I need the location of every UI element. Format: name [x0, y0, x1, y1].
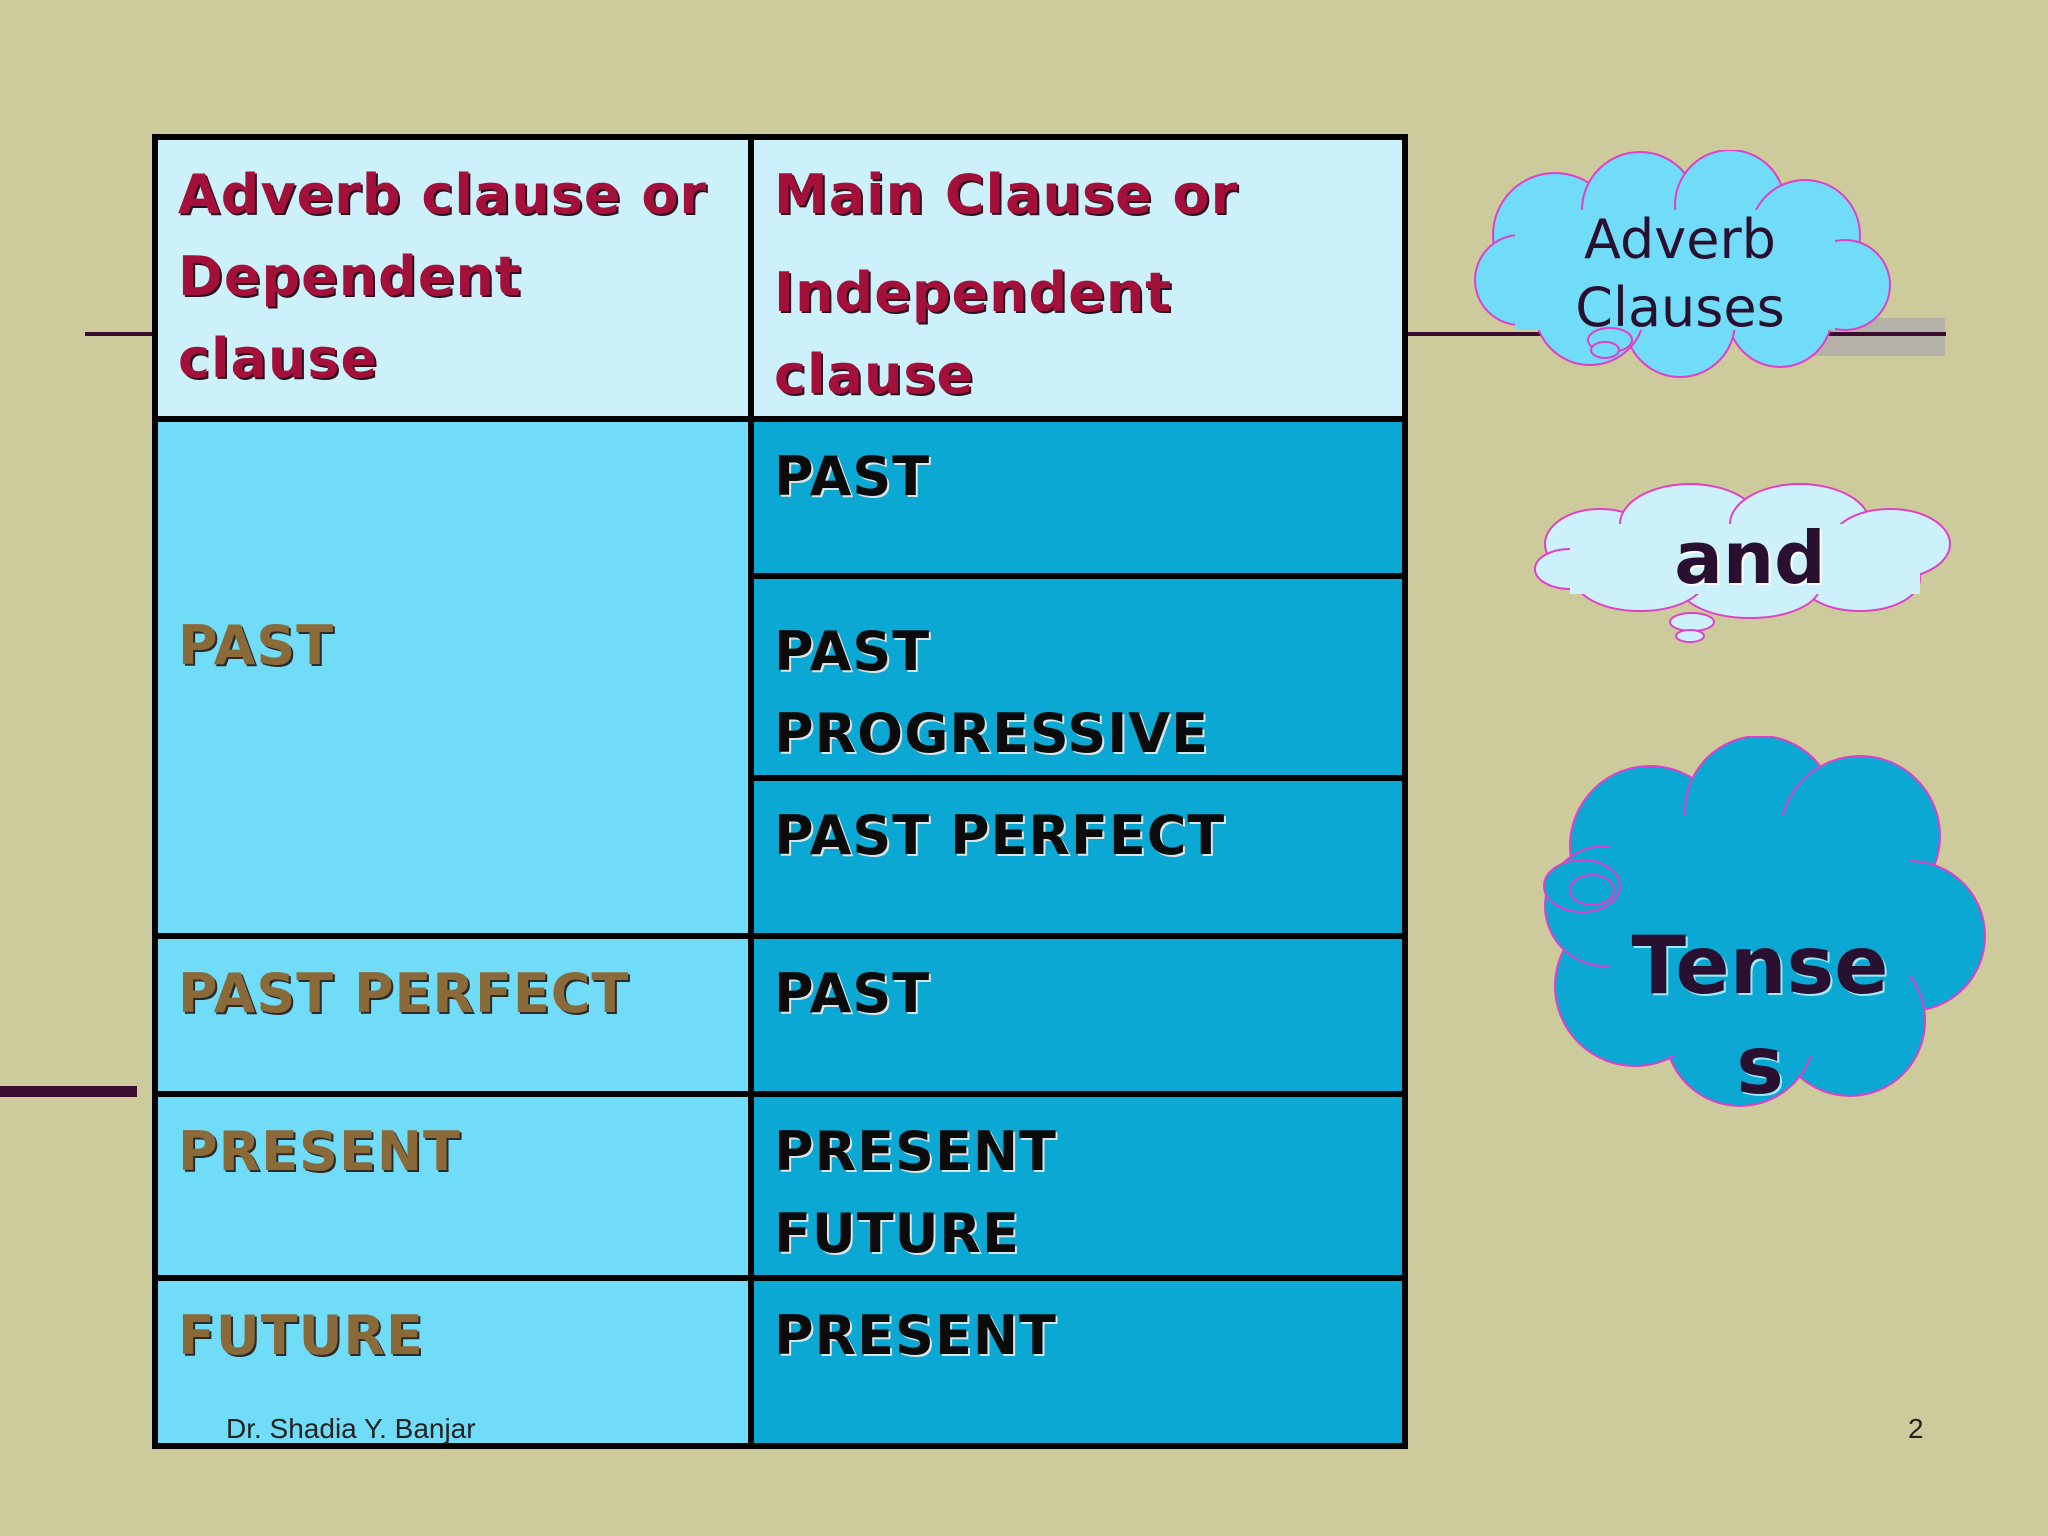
decorative-rule-bottom: [0, 1086, 137, 1097]
header-main-line-2: Independent clause: [774, 261, 1173, 406]
dependent-cell-text: FUTURE: [178, 1304, 424, 1367]
cloud-adverb-clauses: Adverb Clauses: [1460, 150, 1900, 380]
cloud-text-line: Clauses: [1575, 276, 1785, 339]
main-cell-past: PAST: [748, 416, 1408, 579]
table-row: PAST PAST: [152, 416, 1408, 939]
cloud-adverb-clauses-text: Adverb Clauses: [1460, 206, 1900, 342]
cloud-tenses: Tense s: [1530, 736, 1990, 1112]
main-cell-text: PAST: [774, 962, 931, 1025]
page-number: 2: [1908, 1413, 1924, 1444]
cloud-shape-icon: [1474, 150, 1891, 378]
dependent-cell-present: PRESENT: [152, 1091, 754, 1281]
cloud-and: and: [1530, 474, 1970, 654]
header-main-line-1: Main Clause or: [774, 163, 1239, 226]
header-main-clause: Main Clause or Independent clause: [748, 134, 1408, 422]
dependent-cell-text: PAST: [178, 613, 335, 677]
main-cell-present: PRESENT: [748, 1275, 1408, 1449]
table-row: PRESENT PRESENT FUTURE: [152, 1091, 1408, 1281]
table-header-row: Adverb clause or Dependent clause Main C…: [152, 134, 1408, 422]
main-cell-present-future: PRESENT FUTURE: [748, 1091, 1408, 1281]
main-cell-text: FUTURE: [774, 1202, 1020, 1265]
dependent-cell-text: PRESENT: [178, 1120, 461, 1183]
dependent-cell-past-perfect: PAST PERFECT: [152, 933, 754, 1097]
main-cell-text: PRESENT: [774, 1304, 1057, 1367]
main-cell-text: PAST PROGRESSIVE: [774, 620, 1209, 765]
cloud-tenses-text: Tense s: [1530, 916, 1990, 1116]
main-cell-past-progressive: PAST PROGRESSIVE: [748, 573, 1408, 781]
header-dependent-line-2: Dependent clause: [178, 245, 522, 390]
cloud-text-line: s: [1736, 1019, 1784, 1112]
dependent-cell-past: PAST: [152, 416, 754, 939]
dependent-cell-text: PAST PERFECT: [178, 962, 630, 1025]
header-dependent-clause: Adverb clause or Dependent clause: [152, 134, 754, 422]
cloud-text-line: Tense: [1631, 919, 1889, 1012]
table-row: PAST PERFECT PAST: [152, 933, 1408, 1097]
tense-table: Adverb clause or Dependent clause Main C…: [152, 134, 1408, 1449]
cloud-text-line: Adverb: [1584, 208, 1776, 271]
decorative-rule-left: [85, 332, 155, 336]
main-cell-past-perfect: PAST PERFECT: [748, 775, 1408, 939]
main-cell-past: PAST: [748, 933, 1408, 1097]
table-row: PAST PERFECT: [155, 775, 1408, 939]
footer-author: Dr. Shadia Y. Banjar: [226, 1413, 476, 1444]
dependent-cell-future: FUTURE: [152, 1275, 754, 1449]
table-row: PAST PROGRESSIVE: [155, 573, 1408, 781]
main-cell-text: PAST: [774, 445, 931, 508]
cloud-shape-icon: [1543, 736, 1986, 1107]
main-cell-text: PAST PERFECT: [774, 804, 1226, 867]
header-dependent-line-1: Adverb clause or: [178, 163, 708, 226]
cloud-and-text: and: [1674, 516, 1826, 600]
main-cell-text: PRESENT: [774, 1120, 1057, 1183]
table-row: FUTURE PRESENT: [152, 1275, 1408, 1449]
cloud-shape-icon: [1534, 483, 1951, 643]
